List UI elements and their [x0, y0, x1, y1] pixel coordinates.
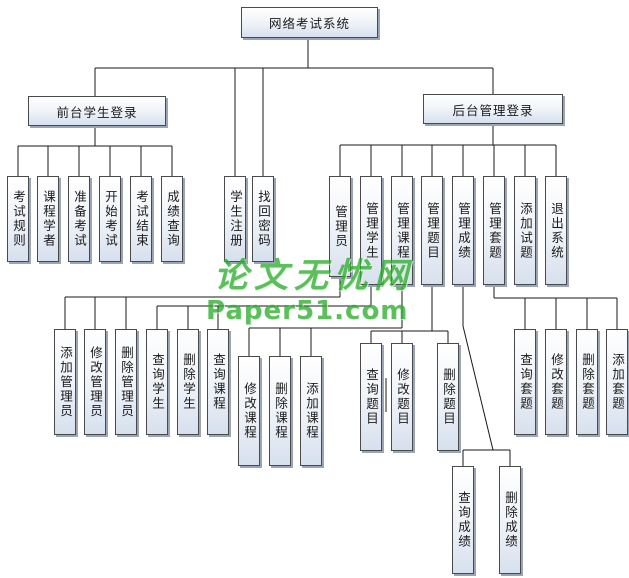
paper-sub-query: 查询套题 — [514, 329, 536, 435]
student-sub-course-query: 查询课程 — [207, 329, 229, 435]
middle-item-register: 学生注册 — [224, 176, 246, 262]
middle-item-recover-password: 找回密码 — [252, 176, 274, 262]
front-login-node: 前台学生登录 — [28, 96, 166, 126]
front-item-start-exam: 开始考试 — [99, 176, 121, 262]
back-item-add-questions: 添加试题 — [514, 176, 536, 285]
back-item-manage-questions: 管理题目 — [421, 176, 443, 285]
question-sub-delete: 删除题目 — [437, 343, 459, 451]
front-item-prepare-exam: 准备考试 — [68, 176, 90, 262]
score-sub-delete: 删除成绩 — [499, 466, 521, 574]
question-sub-query: 查询题目 — [360, 343, 382, 451]
back-item-exit-system: 退出系统 — [545, 176, 567, 285]
back-item-manage-students: 管理学生 — [360, 176, 382, 285]
front-item-end-exam: 考试结束 — [130, 176, 152, 262]
question-sub-edit: 修改题目 — [391, 343, 413, 451]
admin-sub-delete: 删除管理员 — [115, 329, 137, 435]
student-sub-query: 查询学生 — [146, 329, 168, 435]
score-sub-query: 查询成绩 — [452, 466, 474, 574]
front-item-rules: 考试规则 — [7, 176, 29, 262]
paper-sub-add: 添加套题 — [606, 329, 628, 435]
back-item-manage-scores: 管理成绩 — [452, 176, 474, 285]
watermark-text-en: Paper51.com — [206, 296, 409, 326]
course-sub-add: 添加课程 — [300, 356, 322, 466]
front-item-course-learner: 课程学者 — [37, 176, 59, 262]
back-item-manage-papers: 管理套题 — [483, 176, 505, 285]
back-item-manage-courses: 管理课程 — [391, 176, 413, 285]
paper-sub-delete: 删除套题 — [576, 329, 598, 435]
root-node: 网络考试系统 — [241, 7, 378, 38]
course-sub-delete: 删除课程 — [269, 356, 291, 466]
back-item-admin: 管理员 — [329, 176, 351, 277]
admin-sub-edit: 修改管理员 — [84, 329, 106, 435]
course-sub-edit: 修改课程 — [238, 356, 260, 466]
paper-sub-edit: 修改套题 — [545, 329, 567, 435]
student-sub-delete: 删除学生 — [177, 329, 199, 435]
front-item-score-query: 成绩查询 — [161, 176, 183, 262]
back-login-node: 后台管理登录 — [423, 94, 563, 124]
admin-sub-add: 添加管理员 — [54, 329, 76, 435]
watermark-text-cn: 论文无忧网 — [214, 256, 414, 296]
